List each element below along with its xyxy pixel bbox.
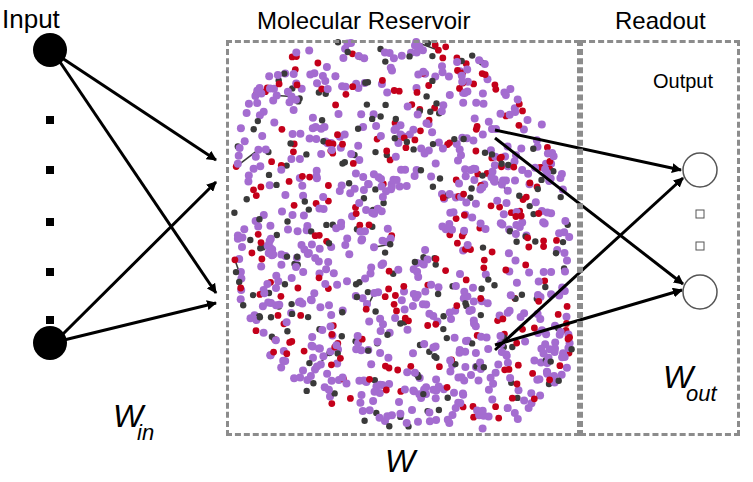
output-label: Output <box>653 71 713 91</box>
region-title: Molecular Reservoir <box>257 9 470 33</box>
matrix-symbol: W <box>385 445 415 477</box>
dashed-region: Molecular ReservoirW <box>226 40 580 436</box>
matrix-subscript: in <box>137 422 154 444</box>
dashed-region: ReadoutOutputWout <box>580 40 740 436</box>
region-title: Readout <box>615 9 706 33</box>
input-label: Input <box>2 6 60 32</box>
matrix-subscript: out <box>686 383 717 405</box>
